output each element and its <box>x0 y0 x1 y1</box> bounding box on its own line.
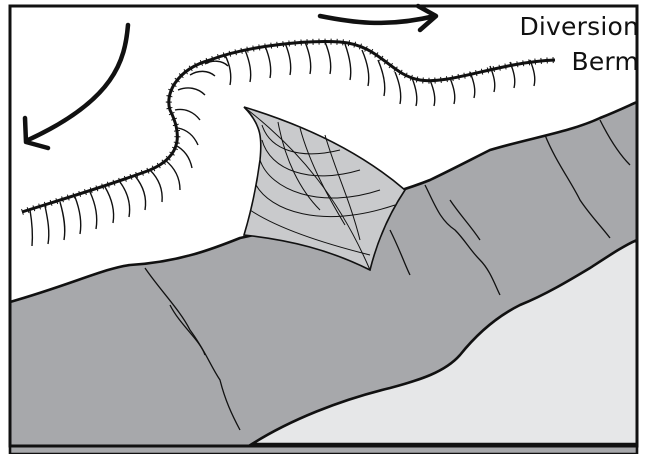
diversion-label: Diversion <box>519 14 639 39</box>
berm-label: Berm <box>571 49 639 74</box>
